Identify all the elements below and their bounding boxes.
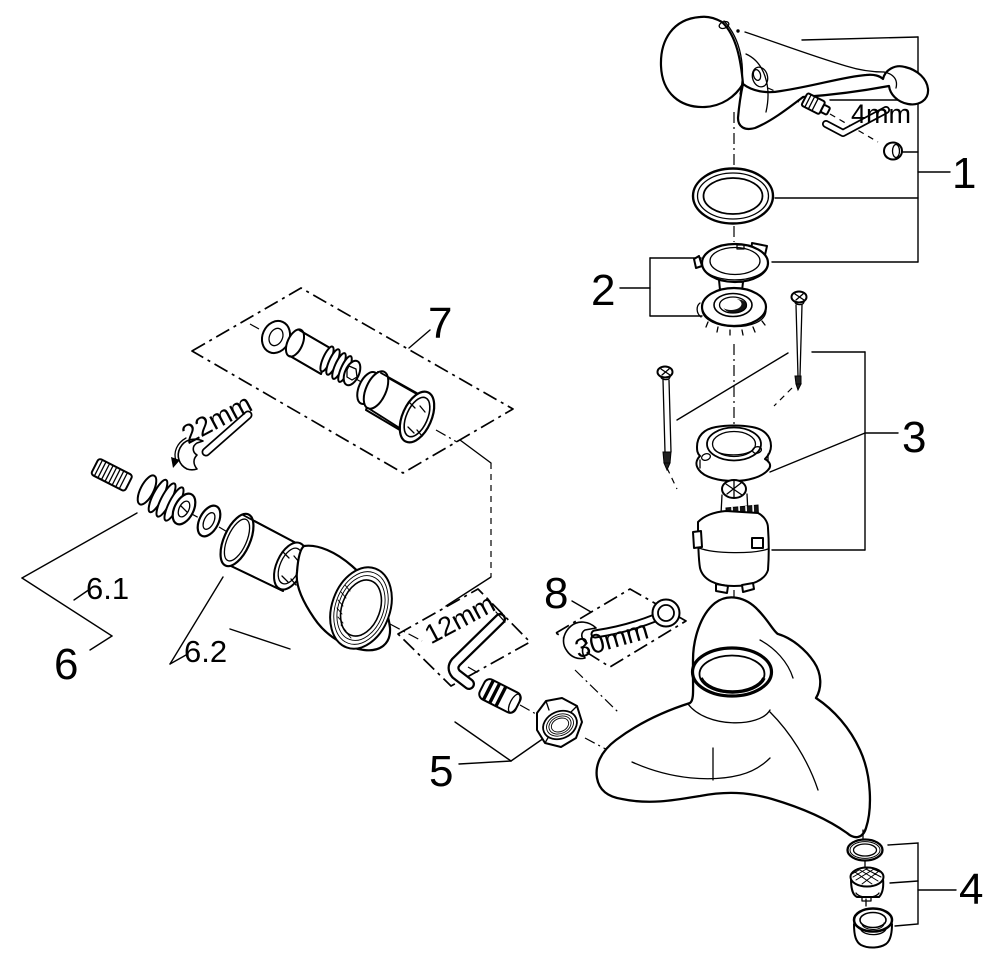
part-label-5: 5 <box>429 747 453 796</box>
escutcheon-bell <box>295 544 393 652</box>
lever-handle <box>659 15 930 131</box>
aerator-insert <box>849 866 885 902</box>
callout-bracket-1 <box>771 36 951 263</box>
part-label-4: 4 <box>959 865 983 914</box>
check-valve <box>478 678 522 714</box>
callout-bracket-4 <box>887 842 957 927</box>
wrench-22mm-icon <box>171 410 253 471</box>
part-label-3: 3 <box>902 413 926 462</box>
part-label-1: 1 <box>952 149 976 198</box>
temp-indicator-mark <box>718 20 730 30</box>
union-nut <box>536 697 583 748</box>
allen-key-12mm-icon <box>447 611 506 690</box>
service-kit-box-7 <box>191 287 514 474</box>
aerator-washer <box>846 838 884 862</box>
part-label-6-2: 6.2 <box>184 634 227 669</box>
mounting-screw-left <box>656 365 674 472</box>
tool-box-8 <box>555 588 687 668</box>
mounting-flange <box>695 424 772 482</box>
handle-fixing-screw <box>800 92 831 116</box>
dim-label-4mm: 4mm <box>851 99 911 129</box>
tool-box-12mm <box>397 588 531 687</box>
aerator-assembly <box>846 829 894 949</box>
part-label-2: 2 <box>591 266 615 315</box>
cover-sleeve <box>356 370 436 444</box>
callout-leader-7 <box>408 329 492 607</box>
cartridge <box>692 479 770 594</box>
s-union <box>90 458 197 526</box>
faucet-body <box>595 596 872 839</box>
allen-key-4mm-icon <box>822 106 890 137</box>
part-label-8: 8 <box>544 569 568 618</box>
union-sleeve <box>219 512 307 592</box>
callout-leaders-6 <box>21 512 291 665</box>
handle-screw-hole <box>751 66 769 88</box>
part-label-6-1: 6.1 <box>86 571 129 606</box>
callout-bracket-2 <box>619 257 703 317</box>
escutcheon-ring <box>691 167 775 225</box>
flange-screw-hole-right <box>751 446 763 454</box>
wrench-30mm-icon <box>562 598 681 660</box>
union-washer <box>196 504 222 538</box>
mounting-screw-right <box>790 290 808 392</box>
aerator-housing <box>852 907 894 949</box>
part-label-7: 7 <box>428 299 452 348</box>
threaded-ring <box>696 286 768 336</box>
handle-cap <box>883 141 903 161</box>
callout-bracket-3 <box>676 351 899 551</box>
flange-screw-hole-left <box>700 453 712 461</box>
part-label-6: 6 <box>54 640 78 689</box>
callout-leader-8 <box>571 600 592 613</box>
extension-adapter <box>284 328 362 387</box>
locking-ring <box>693 242 770 295</box>
